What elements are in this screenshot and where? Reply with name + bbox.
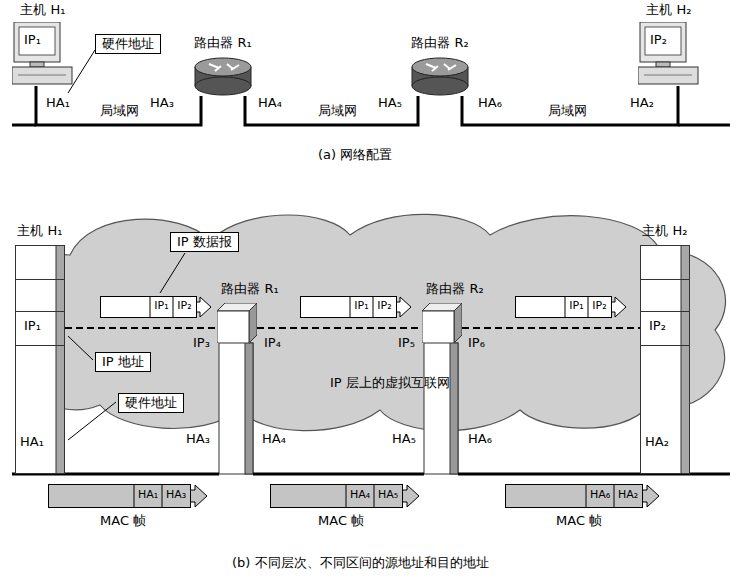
node-label: HA₃ [162, 489, 190, 502]
callout-box: 硬件地址 [118, 393, 184, 413]
node-label: 路由器 R₁ [221, 282, 278, 297]
node-shape [217, 303, 257, 343]
node-label: HA₁ [134, 489, 162, 502]
text-label: HA₃ [186, 432, 210, 447]
text-label: IP₄ [264, 336, 281, 351]
callout-text: 硬件地址 [102, 36, 154, 51]
text-label: HA₄ [258, 96, 282, 111]
text-label: HA₃ [150, 96, 174, 111]
text-label: HA₁ [46, 96, 70, 111]
protocol-stack: 主机 H₁IP₁HA₁ [15, 245, 65, 474]
router-box: 路由器 R₂ [422, 303, 462, 343]
node-label: IP₂ [650, 33, 667, 48]
callout-text: IP 地址 [102, 354, 144, 369]
virtual-link [65, 327, 217, 329]
protocol-stack: 主机 H₂IP₂HA₂ [640, 245, 690, 474]
node-label: 主机 H₁ [20, 3, 65, 18]
text-label: HA₆ [478, 96, 502, 111]
node-label: HA₆ [586, 489, 614, 502]
node-label: HA₂ [614, 489, 642, 502]
text-label: IP₅ [398, 336, 415, 351]
node-label: HA₅ [374, 489, 402, 502]
node-label: IP₁ [24, 319, 41, 334]
text-label: HA₅ [392, 432, 416, 447]
lan-bus [12, 125, 730, 474]
node-label: IP₁ [565, 300, 588, 313]
callout-box: 硬件地址 [95, 34, 161, 54]
router-icon: 路由器 R₁ [193, 56, 253, 96]
router-icon: 路由器 R₂ [410, 56, 470, 96]
text-label: (a) 网络配置 [318, 148, 392, 163]
text-label: HA₄ [262, 432, 286, 447]
ip-datagram: IP₁IP₂ [300, 296, 412, 318]
text-label: IP 层上的虚拟互联网 [330, 376, 450, 391]
text-label: HA₆ [468, 432, 492, 447]
host-computer: 主机 H₁IP₁ [12, 22, 74, 86]
leader-line [68, 50, 185, 440]
mac-frame: HA₁HA₃ [48, 484, 208, 508]
virtual-link [257, 327, 422, 329]
text-label: 局域网 [318, 104, 357, 119]
node-shape [193, 56, 253, 96]
node-label: HA₁ [20, 435, 44, 450]
node-shape [638, 22, 700, 86]
router-column [219, 343, 458, 474]
cloud [16, 214, 726, 430]
node-label: 主机 H₂ [646, 3, 691, 18]
node-label: 路由器 R₂ [426, 282, 483, 297]
node-label: IP₂ [373, 300, 396, 313]
node-label: IP₁ [150, 300, 173, 313]
mac-frame: HA₄HA₅ [270, 484, 420, 508]
node-label: HA₂ [645, 435, 669, 450]
text-label: MAC 帧 [556, 514, 602, 529]
node-label: IP₁ [24, 33, 41, 48]
lan-line [462, 86, 678, 125]
node-shape [410, 56, 470, 96]
text-label: IP₆ [468, 336, 485, 351]
node-label: HA₄ [346, 489, 374, 502]
callout-box: IP 数据报 [170, 232, 239, 252]
ip-datagram: IP₁IP₂ [100, 296, 212, 318]
text-label: MAC 帧 [100, 514, 146, 529]
node-label: 主机 H₂ [642, 224, 687, 239]
mac-frame: HA₆HA₂ [505, 484, 660, 508]
lan-line [245, 96, 418, 125]
callout-text: IP 数据报 [177, 234, 232, 249]
text-label: HA₅ [378, 96, 402, 111]
ip-datagram: IP₁IP₂ [515, 296, 627, 318]
node-label: IP₂ [173, 300, 196, 313]
text-label: 局域网 [548, 104, 587, 119]
figure-caption: (b) 不同层次、不同区间的源地址和目的地址 [232, 556, 489, 571]
router-box: 路由器 R₁ [217, 303, 257, 343]
node-label: IP₂ [588, 300, 611, 313]
node-shape [12, 22, 74, 86]
callout-box: IP 地址 [95, 352, 151, 372]
node-label: 路由器 R₂ [411, 36, 468, 51]
text-label: HA₂ [630, 96, 654, 111]
text-label: IP₃ [193, 336, 210, 351]
node-label: IP₁ [350, 300, 373, 313]
text-label: 局域网 [100, 104, 139, 119]
node-label: 主机 H₁ [17, 224, 62, 239]
node-label: 路由器 R₁ [194, 36, 251, 51]
virtual-link [462, 327, 640, 329]
text-label: MAC 帧 [318, 514, 364, 529]
host-computer: 主机 H₂IP₂ [638, 22, 700, 86]
node-label: IP₂ [649, 319, 666, 334]
lan-line [36, 86, 201, 125]
callout-text: 硬件地址 [125, 395, 177, 410]
node-shape [422, 303, 462, 343]
